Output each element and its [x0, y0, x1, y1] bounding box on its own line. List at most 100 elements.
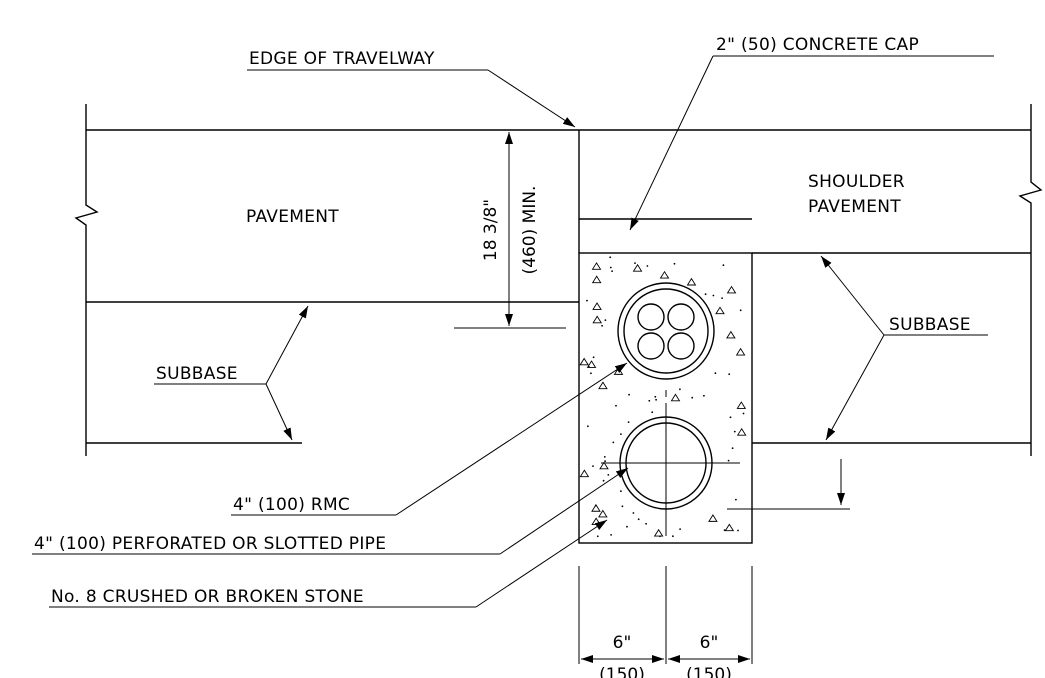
stone-dot — [587, 365, 590, 368]
depth-dimension: 18 3/8" (460) MIN. — [454, 132, 850, 510]
trench — [578, 252, 753, 544]
stone-dot — [604, 319, 607, 321]
stone-dot — [587, 425, 589, 428]
stone-dot — [721, 297, 723, 299]
stone-triangle — [686, 277, 697, 286]
stone-triangle — [670, 393, 681, 402]
left-break-line — [74, 104, 99, 456]
stone-triangle — [591, 262, 602, 270]
stone-triangle — [598, 381, 608, 390]
stone-dot — [654, 395, 657, 398]
stone-triangle — [726, 330, 736, 339]
stone-dot — [651, 411, 654, 414]
stone-dot — [612, 441, 615, 444]
stone-triangle — [592, 315, 603, 324]
stone-triangle — [579, 357, 589, 366]
stone-dot — [592, 465, 594, 467]
stone-dot — [609, 266, 612, 269]
stone-dot — [620, 490, 622, 493]
stone-dot — [646, 265, 649, 267]
stone-dot — [679, 528, 681, 530]
stone-triangle — [736, 401, 747, 409]
stone-triangle — [579, 469, 590, 478]
stone-triangle — [586, 360, 597, 368]
inner-conduit — [667, 332, 695, 360]
perforated-pipe — [601, 390, 740, 536]
stone-dot — [594, 504, 597, 507]
stone-dot — [655, 398, 657, 401]
stone-label: No. 8 CRUSHED OR BROKEN STONE — [51, 587, 364, 607]
edge-of-travelway-label: EDGE OF TRAVELWAY — [249, 49, 435, 69]
stone-dot — [626, 525, 628, 528]
rmc-conduit — [617, 282, 715, 380]
stone-dot — [679, 388, 681, 391]
depth-label-metric: (460) MIN. — [520, 186, 540, 275]
stone-dot — [728, 373, 731, 376]
subbase-left-label: SUBBASE — [156, 364, 238, 384]
stone-dot — [673, 262, 676, 265]
stone-dot — [611, 270, 613, 272]
stone-dot — [691, 396, 694, 399]
stone-dot — [735, 498, 737, 501]
shoulder-pavement-label: PAVEMENT — [808, 197, 901, 217]
stone-dot — [727, 459, 730, 462]
stone-triangle — [591, 517, 601, 526]
stone-dot — [672, 535, 674, 538]
stone-dot — [703, 394, 705, 397]
stone-triangle — [735, 347, 746, 356]
stone-triangle — [724, 523, 735, 532]
stone-dot — [603, 456, 606, 458]
inner-conduit — [637, 303, 665, 331]
stone-dot — [712, 294, 715, 297]
stone-dot — [648, 399, 651, 402]
stone-dot — [632, 512, 635, 514]
stone-triangle — [653, 528, 664, 537]
callout-labels: EDGE OF TRAVELWAY 2" (50) CONCRETE CAP P… — [34, 35, 971, 607]
stone-dot — [627, 421, 630, 423]
inner-conduit — [637, 332, 665, 360]
stone-backfill-trench — [578, 252, 753, 544]
stone-dot — [590, 372, 592, 375]
stone-dot — [659, 535, 661, 538]
stone-dot — [742, 412, 745, 415]
stone-dot — [609, 256, 612, 259]
stone-dot — [601, 324, 603, 327]
stone-dot — [607, 474, 610, 476]
stone-triangle — [599, 461, 609, 470]
stone-dot — [739, 309, 742, 312]
stone-triangle — [592, 302, 602, 310]
stone-triangle — [708, 514, 718, 522]
shoulder-label: SHOULDER — [808, 172, 905, 192]
stone-dot — [586, 299, 588, 302]
stone-dot — [615, 404, 617, 407]
stone-dot — [637, 518, 640, 521]
pavement-structure — [74, 104, 1043, 456]
stone-dot — [592, 356, 595, 359]
depth-label-imperial: 18 3/8" — [481, 199, 501, 261]
stone-dot — [737, 529, 739, 532]
stone-dot — [722, 264, 725, 267]
perforated-pipe-label: 4" (100) PERFORATED OR SLOTTED PIPE — [34, 534, 386, 554]
subbase-right-label: SUBBASE — [889, 315, 971, 335]
stone-dot — [733, 430, 736, 433]
width-right-metric: (150) — [686, 665, 732, 678]
stone-dot — [645, 522, 647, 525]
stone-dot — [704, 293, 707, 296]
stone-dot — [604, 460, 606, 463]
stone-dot — [596, 535, 599, 538]
stone-triangle — [659, 270, 670, 279]
inner-conduit — [667, 303, 695, 331]
stone-triangle — [715, 306, 725, 315]
width-left-metric: (150) — [599, 665, 645, 678]
stone-dot — [610, 534, 612, 536]
stone-triangle — [736, 427, 747, 436]
rmc-label: 4" (100) RMC — [233, 495, 350, 515]
width-left-imperial: 6" — [613, 633, 632, 653]
width-dimensions: 6" (150) 6" (150) — [578, 566, 753, 678]
stone-triangle — [591, 275, 602, 284]
stone-dot — [602, 479, 605, 482]
leader-lines — [32, 55, 994, 608]
stone-dot — [634, 262, 636, 264]
stone-triangle — [598, 509, 608, 518]
